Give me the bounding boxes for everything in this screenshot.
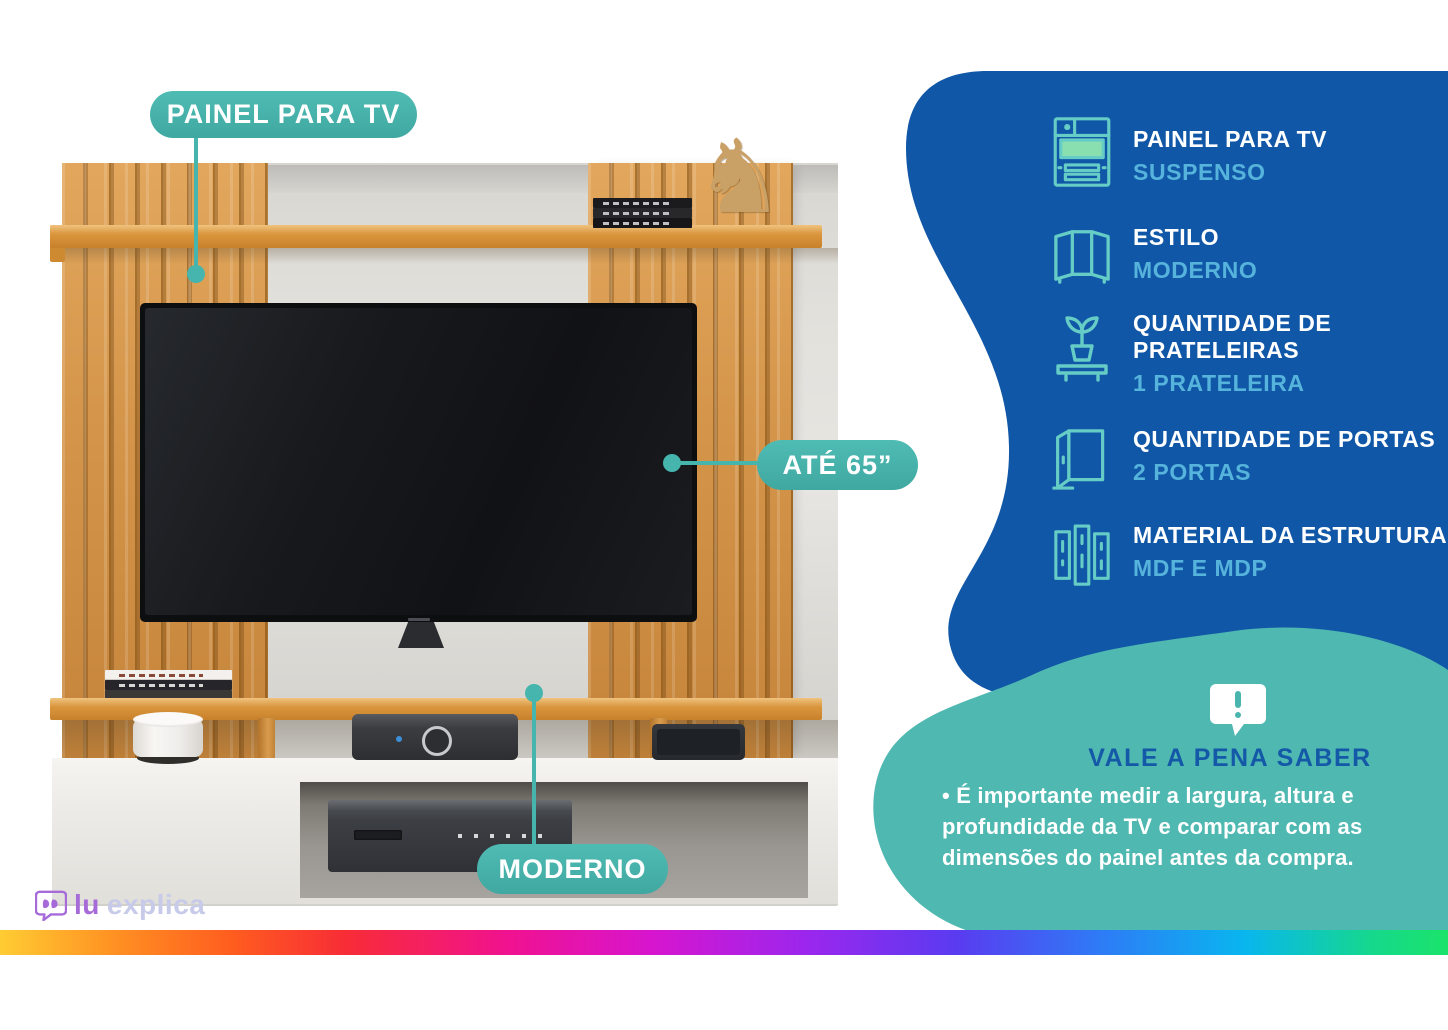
black-speaker [652,724,745,760]
style-leader-dot [525,684,543,702]
feature-label: PAINEL PARA TV [1133,126,1327,152]
tv-screen [140,303,697,622]
feature-value: 1 PRATELEIRA [1133,370,1305,396]
callout-tv-size: ATÉ 65” [757,440,918,490]
tv-panel-icon [1048,116,1116,188]
shelf-shadow [62,248,838,264]
feature-value: 2 PORTAS [1133,459,1252,485]
decor-books-lower-shelf [105,670,232,700]
style-leader-line [532,695,536,845]
brand-logo: lu explica [35,888,205,922]
shelf-support-left [258,718,275,760]
brand-name-explica: explica [106,889,206,920]
panel-leader-line [194,137,198,269]
tip-title: VALE A PENA SABER [1088,744,1372,772]
feature-label: ESTILO [1133,224,1220,250]
feature-value: MODERNO [1133,257,1258,283]
tip-body: • É importante medir a largura, altura e… [942,783,1363,870]
callout-style-label: MODERNO [498,853,647,884]
feature-label: QUANTIDADE DE PRATELEIRAS [1133,310,1332,363]
exclamation-bubble-icon [1208,682,1268,745]
feature-label: QUANTIDADE DE PORTAS [1133,426,1436,452]
dvd-display [354,830,402,840]
callout-tv-size-label: ATÉ 65” [782,449,893,480]
size-leader-line [679,461,759,465]
round-speaker [133,712,203,764]
callout-style: MODERNO [477,844,668,894]
tv-brand-mark [407,618,430,621]
size-leader-dot [663,454,681,472]
feature-value: MDF E MDP [1133,555,1268,581]
open-door-icon [1048,426,1116,492]
room-divider-icon [1048,224,1116,284]
decor-books-top-shelf [593,198,692,228]
panel-leader-dot [187,265,205,283]
top-shelf [50,225,822,248]
blue-blob [906,71,1448,698]
brand-name-lu: lu [74,889,100,920]
lower-shelf [50,698,822,720]
callout-panel-label: PAINEL PARA TV [166,99,401,129]
teal-blob [873,627,1448,940]
tv-display [145,308,692,615]
horse-figurine: ♞ [694,118,786,237]
dvd-buttons [458,834,554,838]
wood-planks-icon [1048,522,1116,594]
feature-label: MATERIAL DA ESTRUTURA [1133,522,1448,548]
speech-bubble-quote-icon [35,889,67,921]
plant-shelf-icon [1048,310,1116,388]
feature-value: SUSPENSO [1133,159,1266,185]
set-top-box [352,714,518,760]
rainbow-footer-bar [0,930,1448,955]
set-top-knob [422,726,452,756]
callout-panel: PAINEL PARA TV [150,91,417,138]
